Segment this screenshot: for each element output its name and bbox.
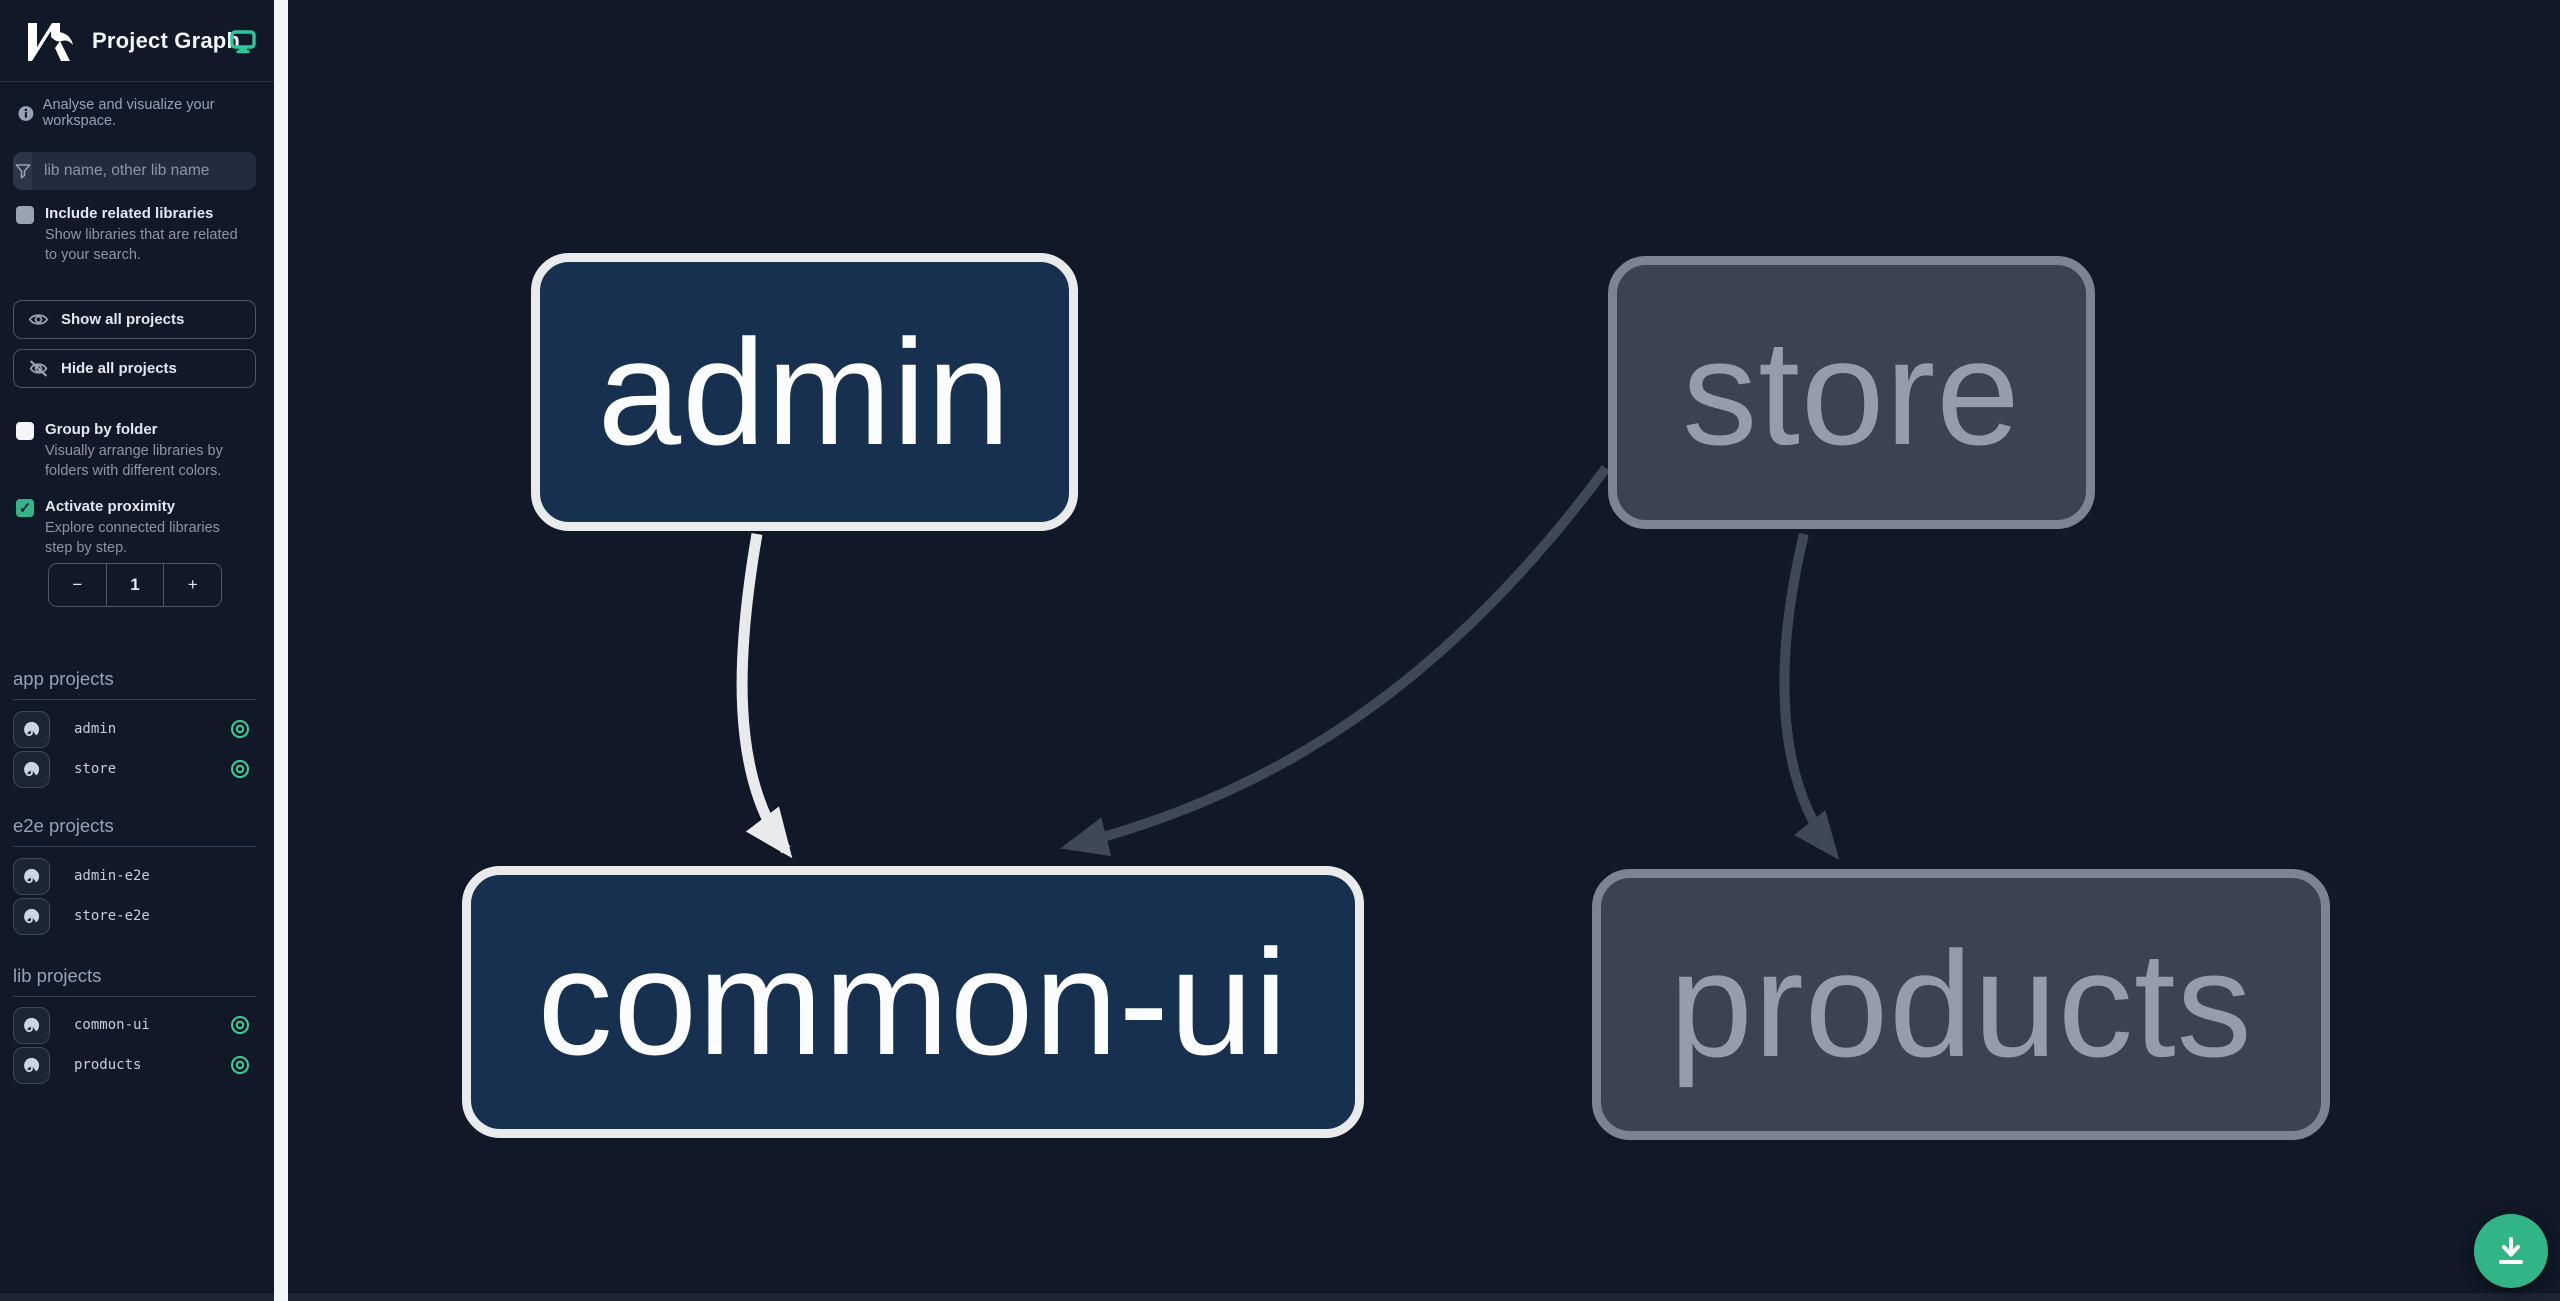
focus-project-button[interactable] [13,897,50,935]
eye-off-icon [29,360,48,377]
graph-node-store[interactable]: store [1608,256,2095,529]
download-graph-button[interactable] [2474,1214,2548,1288]
monitor-icon[interactable] [230,30,256,54]
sidebar-header: Project Graph [0,0,274,82]
node-label: store [1682,308,2021,476]
workspace-tagline-row: Analyse and visualize your workspace. [18,97,274,129]
page-title: Project Graph [92,27,241,53]
focus-icon [24,908,40,923]
checkbox-description: Visually arrange libraries by folders wi… [45,443,223,479]
project-name: common-ui [74,1017,150,1033]
graph-node-common-ui[interactable]: common-ui [462,866,1364,1138]
download-icon [2499,1237,2523,1264]
project-name: products [74,1057,142,1073]
project-row-common-ui: common-ui [13,1006,256,1044]
project-name: store [74,761,117,777]
group-by-folder-option[interactable]: Group by folder Visually arrange librari… [16,420,258,481]
project-row-store-e2e: store-e2e [13,897,256,935]
proximity-decrement-button[interactable]: − [72,575,83,594]
checkbox-group-by-folder[interactable] [16,422,34,440]
focus-project-button[interactable] [13,857,50,895]
focus-icon [24,721,40,736]
proximity-increment-button[interactable]: + [163,564,221,606]
proximity-value: 1 [105,564,164,606]
button-label: Show all projects [61,311,185,328]
filter-bar [13,152,256,190]
eye-icon [28,314,49,325]
project-row-products: products [13,1046,256,1084]
focus-project-button[interactable] [13,1046,50,1084]
focus-project-button[interactable] [13,710,50,748]
checkbox-label: Group by folder [45,421,158,438]
section-title-app-projects: app projects [13,668,256,700]
checkbox-include-related[interactable] [16,206,34,224]
focus-icon [24,1057,40,1072]
focus-icon [24,1017,40,1032]
button-label: Hide all projects [61,360,177,377]
graph-node-admin[interactable]: admin [531,253,1078,531]
node-label: common-ui [537,917,1289,1086]
sidebar: Project Graph Analyse and visualize your… [0,0,274,1293]
include-related-libraries-option[interactable]: Include related libraries Show libraries… [16,204,258,265]
graph-node-products[interactable]: products [1592,869,2330,1140]
node-label: products [1669,920,2253,1088]
focus-project-button[interactable] [13,750,50,788]
checkbox-label: Include related libraries [45,205,214,222]
hide-all-projects-button[interactable]: Hide all projects [13,349,256,388]
visibility-eye-icon[interactable] [230,759,250,779]
checkbox-description: Explore connected libraries step by step… [45,520,220,556]
info-icon [18,105,34,121]
filter-input[interactable] [32,152,256,190]
node-label: admin [597,307,1012,476]
project-row-admin: admin [13,710,256,748]
horizontal-scrollbar-track[interactable] [0,1293,2560,1301]
project-name: store-e2e [74,908,150,924]
focus-icon [24,761,40,776]
visibility-eye-icon[interactable] [230,719,250,739]
visibility-eye-icon[interactable] [230,1055,250,1075]
project-name: admin-e2e [74,868,150,884]
project-row-store: store [13,750,256,788]
workspace-tagline: Analyse and visualize your workspace. [42,97,215,129]
focus-icon [24,868,40,883]
proximity-stepper: − 1 + [48,563,222,607]
project-row-admin-e2e: admin-e2e [13,857,256,895]
section-title-lib-projects: lib projects [13,965,256,997]
nx-logo-icon [28,23,73,61]
visibility-eye-icon[interactable] [230,1015,250,1035]
section-title-e2e-projects: e2e projects [13,815,256,847]
checkbox-activate-proximity[interactable]: ✓ [16,499,34,517]
funnel-icon [13,152,32,190]
activate-proximity-option[interactable]: ✓ Activate proximity Explore connected l… [16,497,258,558]
sidebar-resize-divider[interactable] [274,0,288,1301]
checkbox-description: Show libraries that are related to your … [45,227,238,263]
project-name: admin [74,721,117,737]
focus-project-button[interactable] [13,1006,50,1044]
checkbox-label: Activate proximity [45,498,176,515]
show-all-projects-button[interactable]: Show all projects [13,300,256,339]
